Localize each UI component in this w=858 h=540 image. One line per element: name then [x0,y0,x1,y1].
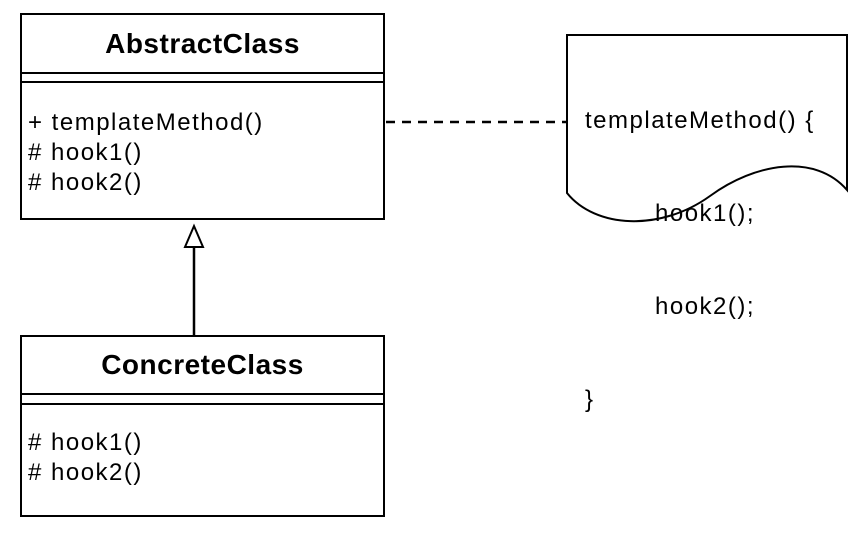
concrete-class-attributes-compartment [22,395,383,405]
concrete-class-box: ConcreteClass # hook1() # hook2() [20,335,385,517]
abstract-class-methods-compartment: + templateMethod() # hook1() # hook2() [22,83,383,218]
method-item: # hook1() [28,139,143,166]
note-line: } [585,386,595,413]
concrete-class-methods-compartment: # hook1() # hook2() [22,405,383,515]
abstract-class-box: AbstractClass + templateMethod() # hook1… [20,13,385,220]
method-item: + templateMethod() [28,109,264,136]
inheritance-arrowhead-icon [183,223,205,248]
method-item: # hook2() [28,459,143,486]
abstract-class-attributes-compartment [22,74,383,83]
note-code-text: templateMethod() { hook1(); hook2(); } [585,43,845,477]
note-line: templateMethod() { [585,107,815,134]
concrete-class-name: ConcreteClass [22,337,383,395]
method-item: # hook2() [28,169,143,196]
note-line: hook2(); [655,293,756,320]
method-item: # hook1() [28,429,143,456]
note-shape [566,34,848,223]
note-line: hook1(); [655,200,756,227]
abstract-class-name: AbstractClass [22,15,383,74]
